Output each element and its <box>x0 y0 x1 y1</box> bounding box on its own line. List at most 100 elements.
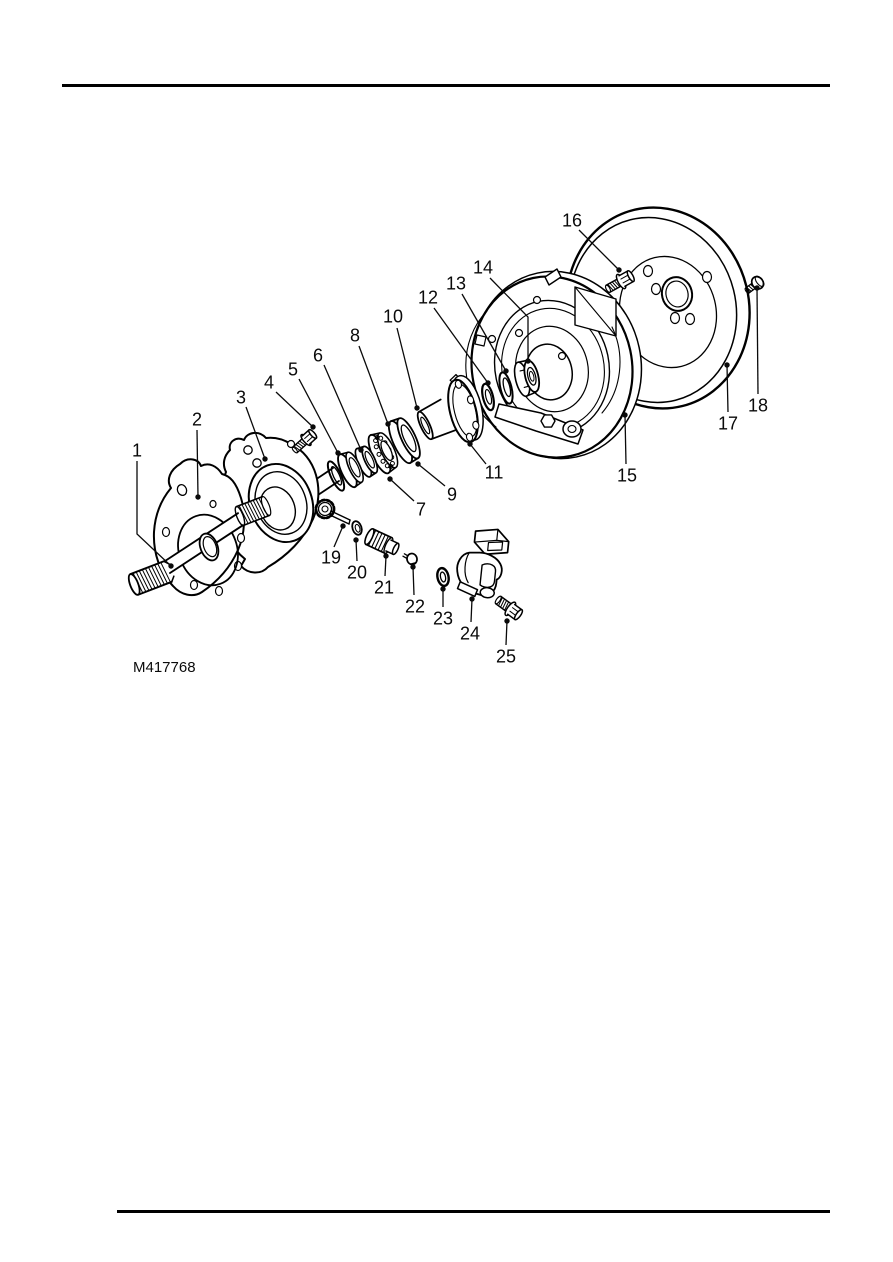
callout-number: 21 <box>374 578 394 598</box>
callout-dot <box>383 553 389 559</box>
callout-number: 7 <box>416 500 426 520</box>
callout-number: 6 <box>313 346 323 366</box>
part-o-ring-small <box>351 520 363 536</box>
callout-leader <box>624 414 627 465</box>
callout-leader <box>298 378 339 454</box>
callout-dot <box>469 596 475 602</box>
callout-leader <box>417 463 446 487</box>
callout-number: 15 <box>617 466 637 486</box>
callout-layer: 1234567891011121314151617181920212223242… <box>132 211 768 667</box>
callout-leader <box>358 345 389 425</box>
callout-15: 15 <box>617 412 637 486</box>
callout-21: 21 <box>374 553 394 598</box>
callout-dot <box>724 362 730 368</box>
callout-dot <box>467 441 473 447</box>
callout-leader <box>275 391 314 428</box>
part-washer <box>498 371 514 405</box>
callout-number: 5 <box>288 360 298 380</box>
part-sensor-bolt <box>494 595 524 621</box>
callout-dot <box>485 380 491 386</box>
callout-dot <box>525 358 531 364</box>
callout-dot <box>310 424 316 430</box>
callout-dot <box>410 564 416 570</box>
part-brake-backplate <box>465 268 643 460</box>
callout-16: 16 <box>562 211 622 273</box>
part-axle-shaft <box>127 495 272 596</box>
callout-number: 19 <box>321 548 341 568</box>
callout-7: 7 <box>387 476 426 520</box>
callout-22: 22 <box>405 564 425 617</box>
callout-dot <box>503 368 509 374</box>
callout-number: 8 <box>350 326 360 346</box>
callout-number: 12 <box>418 288 438 308</box>
callout-number: 11 <box>485 463 504 483</box>
callout-number: 24 <box>460 624 480 644</box>
callout-leader <box>384 555 387 577</box>
callout-number: 16 <box>562 211 582 231</box>
callout-number: 17 <box>718 414 738 434</box>
callout-dot <box>262 456 268 462</box>
callout-13: 13 <box>446 274 509 374</box>
callout-leader <box>726 364 729 413</box>
callout-18: 18 <box>748 285 768 416</box>
callout-20: 20 <box>347 537 367 583</box>
callout-dot <box>335 450 341 456</box>
callout-number: 10 <box>383 307 403 327</box>
callout-leader <box>355 539 358 562</box>
callout-leader <box>433 307 489 384</box>
callout-leader <box>461 293 507 372</box>
callout-number: 23 <box>433 609 453 629</box>
callout-leader <box>323 364 362 451</box>
callout-8: 8 <box>350 326 391 427</box>
part-dowel-pin <box>314 498 351 525</box>
part-spacer <box>354 445 379 478</box>
callout-6: 6 <box>313 346 364 453</box>
callout-dot <box>387 476 393 482</box>
callout-dot <box>622 412 628 418</box>
callout-leader <box>756 287 759 395</box>
callout-19: 19 <box>321 523 346 568</box>
callout-dot <box>440 586 446 592</box>
callout-leader <box>136 461 172 567</box>
callout-dot <box>415 461 421 467</box>
callout-dot <box>414 405 420 411</box>
callout-leader <box>333 525 344 548</box>
callout-leader <box>505 620 508 646</box>
part-threaded-bush <box>364 528 400 556</box>
callout-number: 3 <box>236 388 246 408</box>
callout-number: 13 <box>446 274 466 294</box>
callout-leader <box>389 478 415 502</box>
callout-number: 20 <box>347 563 367 583</box>
part-bearing-retainer <box>387 417 421 465</box>
callout-dot <box>754 285 760 291</box>
callout-dot <box>195 494 201 500</box>
part-plug <box>402 552 418 566</box>
callout-25: 25 <box>496 618 516 667</box>
callout-2: 2 <box>192 410 202 500</box>
callout-dot <box>168 563 174 569</box>
part-flange-bolt <box>291 428 318 454</box>
callout-number: 9 <box>447 485 457 505</box>
figure-code: M417768 <box>133 659 196 676</box>
callout-number: 1 <box>132 441 142 461</box>
callout-dot <box>353 537 359 543</box>
callout-leader <box>396 327 418 409</box>
callout-24: 24 <box>460 596 480 644</box>
callout-23: 23 <box>433 586 453 629</box>
callout-11: 11 <box>467 441 504 483</box>
callout-5: 5 <box>288 360 341 456</box>
callout-dot <box>358 447 364 453</box>
callout-14: 14 <box>473 258 531 364</box>
header-rule <box>62 84 830 87</box>
part-sensor-bracket <box>456 528 510 599</box>
part-backplate-bolt <box>604 270 635 293</box>
part-roller-bearing <box>367 432 399 475</box>
callout-leader <box>470 598 473 623</box>
callout-dot <box>385 421 391 427</box>
callout-17: 17 <box>718 362 738 434</box>
part-o-ring-large <box>436 566 450 588</box>
callout-3: 3 <box>236 388 268 462</box>
callout-leader <box>469 443 487 465</box>
callout-9: 9 <box>415 461 457 505</box>
